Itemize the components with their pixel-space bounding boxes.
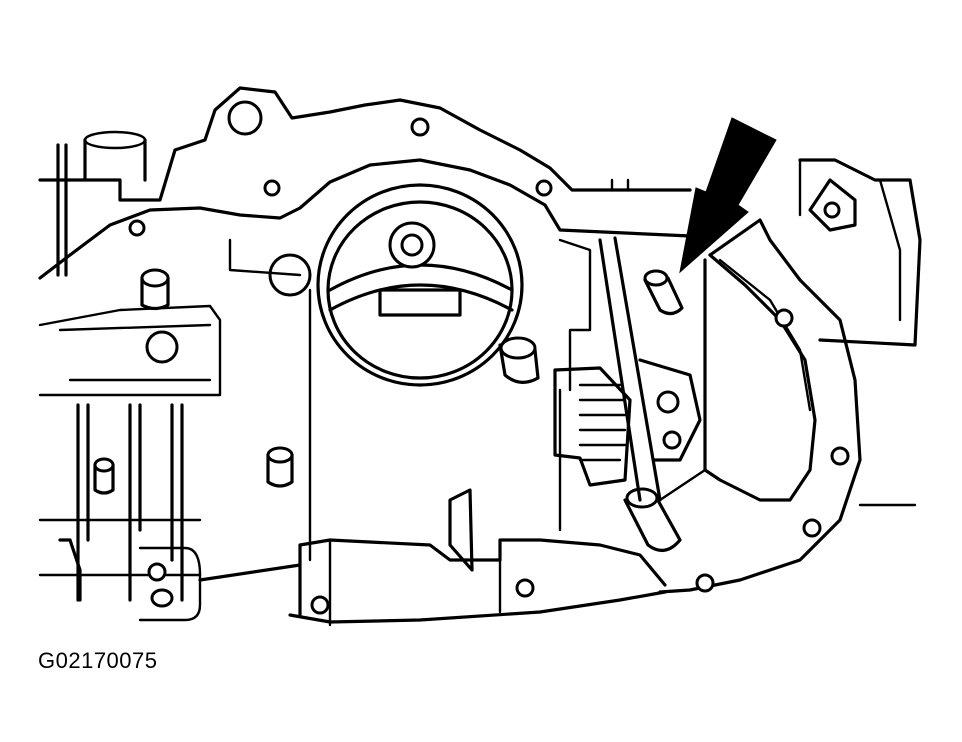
upper-housing	[38, 86, 692, 397]
central-block	[228, 238, 592, 562]
lower-rail	[138, 488, 667, 627]
figure-code-label: G02170075	[38, 648, 158, 673]
left-rods	[38, 130, 202, 602]
arrow-icon	[679, 117, 777, 274]
pump-housing	[316, 183, 524, 387]
right-flange	[658, 218, 917, 594]
dowel-pins	[93, 268, 684, 552]
gear-assembly	[553, 178, 702, 502]
right-bracket	[798, 158, 922, 347]
